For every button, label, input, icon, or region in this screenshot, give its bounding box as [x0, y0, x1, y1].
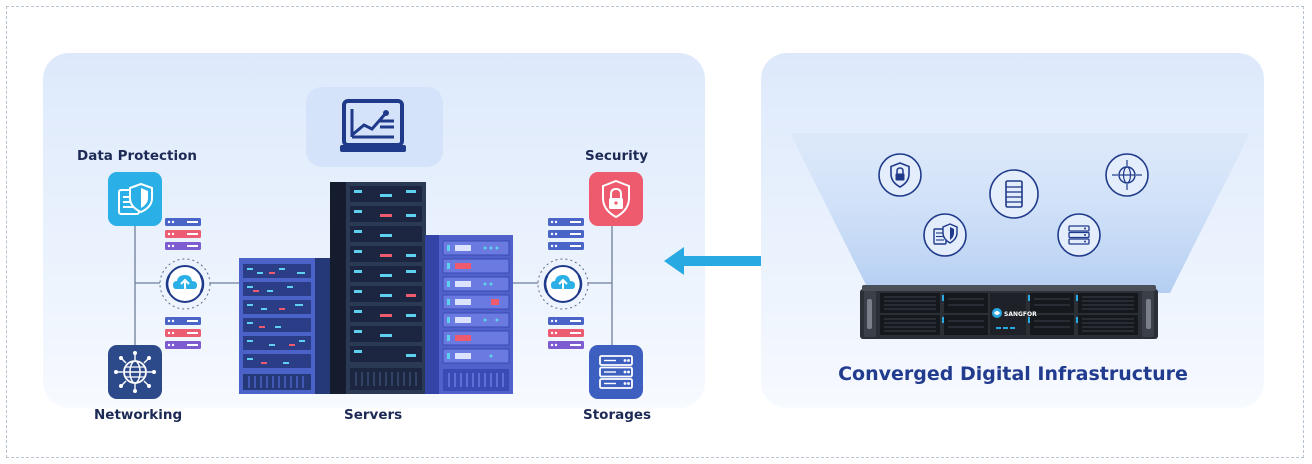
- cloud-upload-icon: [537, 258, 589, 310]
- hci-appliance: SANGFOR: [860, 285, 1158, 347]
- mini-server-stack-bottom-left: [165, 317, 201, 349]
- servers-label: Servers: [344, 407, 403, 423]
- mini-server-stack-top-left: [165, 218, 201, 250]
- mini-server-stack-bottom-right: [548, 317, 584, 349]
- double-arrow-icon: [664, 245, 801, 277]
- server-rack-right: [425, 235, 513, 394]
- server-rack-left: [239, 258, 331, 394]
- storage-server-icon: [1056, 212, 1102, 258]
- dashed-frame: [6, 6, 1304, 458]
- storages-label: Storages: [583, 407, 652, 423]
- dashboard-laptop-icon: [306, 87, 443, 167]
- network-globe-icon: [108, 345, 162, 399]
- appliance-brand-text: SANGFOR: [1004, 311, 1037, 318]
- converged-title: Converged Digital Infrastructure: [838, 363, 1188, 385]
- security-label: Security: [585, 148, 649, 164]
- security-lock-icon: [877, 152, 923, 198]
- networking-label: Networking: [94, 407, 183, 423]
- storage-server-icon: [589, 345, 643, 399]
- data-protection-icon: [922, 212, 968, 258]
- data-protection-label: Data Protection: [77, 148, 197, 164]
- mini-server-stack-top-right: [548, 218, 584, 250]
- cloud-upload-icon: [159, 258, 211, 310]
- storage-server-icon: [988, 168, 1040, 220]
- network-globe-icon: [1104, 152, 1150, 198]
- security-lock-icon: [589, 172, 643, 226]
- data-protection-icon: [108, 172, 162, 226]
- server-rack-center: [330, 182, 426, 394]
